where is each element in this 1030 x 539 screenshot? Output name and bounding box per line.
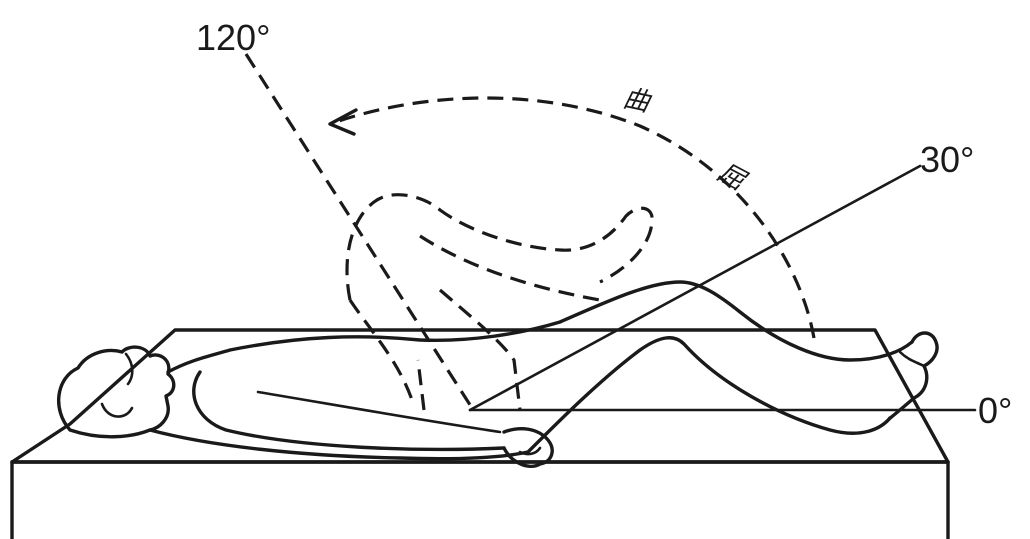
- patient-figure: [59, 282, 937, 466]
- toe-line: [900, 352, 924, 366]
- label-arc-char-2: 屈: [713, 158, 753, 198]
- flexed-knee-inner: [420, 236, 600, 300]
- label-120: 120°: [196, 17, 270, 58]
- ear-line: [102, 404, 132, 417]
- flexed-calf: [440, 290, 520, 410]
- flexion-arc: [330, 98, 814, 338]
- leg-thigh-top: [560, 282, 912, 360]
- line-30: [470, 166, 920, 410]
- arc-arrowhead: [330, 110, 356, 134]
- arc-path: [330, 98, 814, 338]
- flexed-thigh-shin: [347, 195, 652, 300]
- label-arc-char-1: 曲: [621, 84, 655, 119]
- arm-upper: [194, 372, 504, 449]
- line-120: [246, 54, 472, 408]
- exam-table: [12, 330, 948, 539]
- foot: [890, 333, 937, 418]
- flexed-hip-line: [418, 360, 424, 410]
- flexed-back-of-thigh: [350, 300, 412, 400]
- label-30: 30°: [920, 139, 974, 180]
- leg-under: [528, 338, 890, 452]
- label-0: 0°: [978, 390, 1012, 431]
- arm-crease: [258, 392, 500, 432]
- head-outline: [59, 347, 174, 437]
